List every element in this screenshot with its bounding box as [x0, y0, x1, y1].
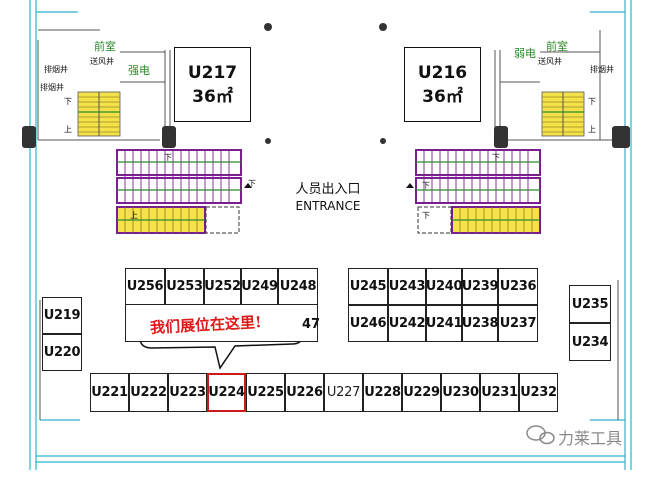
unit-u216-id: U216 [417, 62, 468, 83]
booth-u256[interactable]: U256 [125, 268, 165, 305]
booth-u227[interactable]: U227 [324, 373, 363, 412]
entrance-label: 人员出入口 ENTRANCE [280, 178, 376, 213]
booth-u223[interactable]: U223 [168, 373, 207, 412]
booth-u221[interactable]: U221 [90, 373, 129, 412]
booth-u235[interactable]: U235 [569, 285, 611, 323]
left-smoke-shaft-2-label: 排烟井 [40, 83, 64, 92]
right-smoke-shaft-label: 排烟井 [590, 65, 614, 74]
unit-u216[interactable]: U216 36㎡ [404, 47, 481, 122]
booth-u232[interactable]: U232 [519, 373, 558, 412]
booth-u228[interactable]: U228 [363, 373, 402, 412]
right-power-room-label: 弱电 [514, 47, 536, 60]
unit-u217[interactable]: U217 36㎡ [174, 47, 251, 122]
booth-u240[interactable]: U240 [426, 268, 463, 305]
booth-u238[interactable]: U238 [462, 305, 499, 342]
right-escalator-down-mark-2: 下 [422, 181, 430, 190]
booth-u229[interactable]: U229 [402, 373, 441, 412]
watermark-text: 力莱工具 [558, 429, 623, 448]
left-smoke-shaft-label: 排烟井 [44, 65, 68, 74]
booth-u242[interactable]: U242 [388, 305, 426, 342]
unit-u217-id: U217 [187, 62, 238, 83]
booth-u230[interactable]: U230 [441, 373, 480, 412]
left-stair-up-mark: 上 [64, 125, 72, 134]
booth-u220[interactable]: U220 [42, 334, 82, 371]
booth-group-left-mid[interactable] [125, 305, 318, 342]
booth-u239[interactable]: U239 [462, 268, 499, 305]
unit-u216-area: 36㎡ [422, 86, 463, 107]
right-stair-down-mark: 下 [588, 97, 596, 106]
booth-u252[interactable]: U252 [204, 268, 241, 305]
left-air-shaft-label: 送风井 [90, 57, 114, 66]
left-escalator-up-mark: 上 [130, 211, 138, 220]
left-entrance-down-mark: 下 [248, 179, 256, 188]
booth-u236[interactable]: U236 [498, 268, 538, 305]
booth-u219[interactable]: U219 [42, 297, 82, 334]
booth-u243[interactable]: U243 [388, 268, 426, 305]
right-stair-up-mark: 上 [588, 125, 596, 134]
right-escalator-down-mark-3: 下 [422, 211, 430, 220]
right-air-shaft-label: 送风井 [538, 57, 562, 66]
watermark-chat-icon [526, 425, 555, 445]
booth-u253[interactable]: U253 [165, 268, 204, 305]
booth-u237[interactable]: U237 [498, 305, 538, 342]
booth-u222[interactable]: U222 [129, 373, 168, 412]
booth-u246[interactable]: U246 [348, 305, 388, 342]
booth-u234[interactable]: U234 [569, 323, 611, 361]
booth-u249[interactable]: U249 [241, 268, 278, 305]
left-power-room-label: 强电 [128, 64, 150, 77]
booth-u231[interactable]: U231 [480, 373, 519, 412]
booth-u226[interactable]: U226 [285, 373, 324, 412]
booth-u224-highlighted[interactable]: U224 [207, 373, 246, 412]
entrance-label-en: ENTRANCE [295, 199, 361, 213]
booth-u248[interactable]: U248 [278, 268, 318, 305]
unit-u217-area: 36㎡ [192, 86, 233, 107]
left-stair-down-mark: 下 [64, 97, 72, 106]
right-front-room-label: 前室 [546, 40, 568, 53]
entrance-label-cn: 人员出入口 [295, 182, 361, 197]
right-escalator-down-mark: 下 [492, 153, 500, 162]
booth-u247-partial-label: 47 [302, 317, 321, 332]
booth-u245[interactable]: U245 [348, 268, 388, 305]
booth-u225[interactable]: U225 [246, 373, 285, 412]
left-escalator-down-mark: 下 [164, 153, 172, 162]
left-front-room-label: 前室 [94, 40, 116, 53]
booth-u241[interactable]: U241 [426, 305, 463, 342]
